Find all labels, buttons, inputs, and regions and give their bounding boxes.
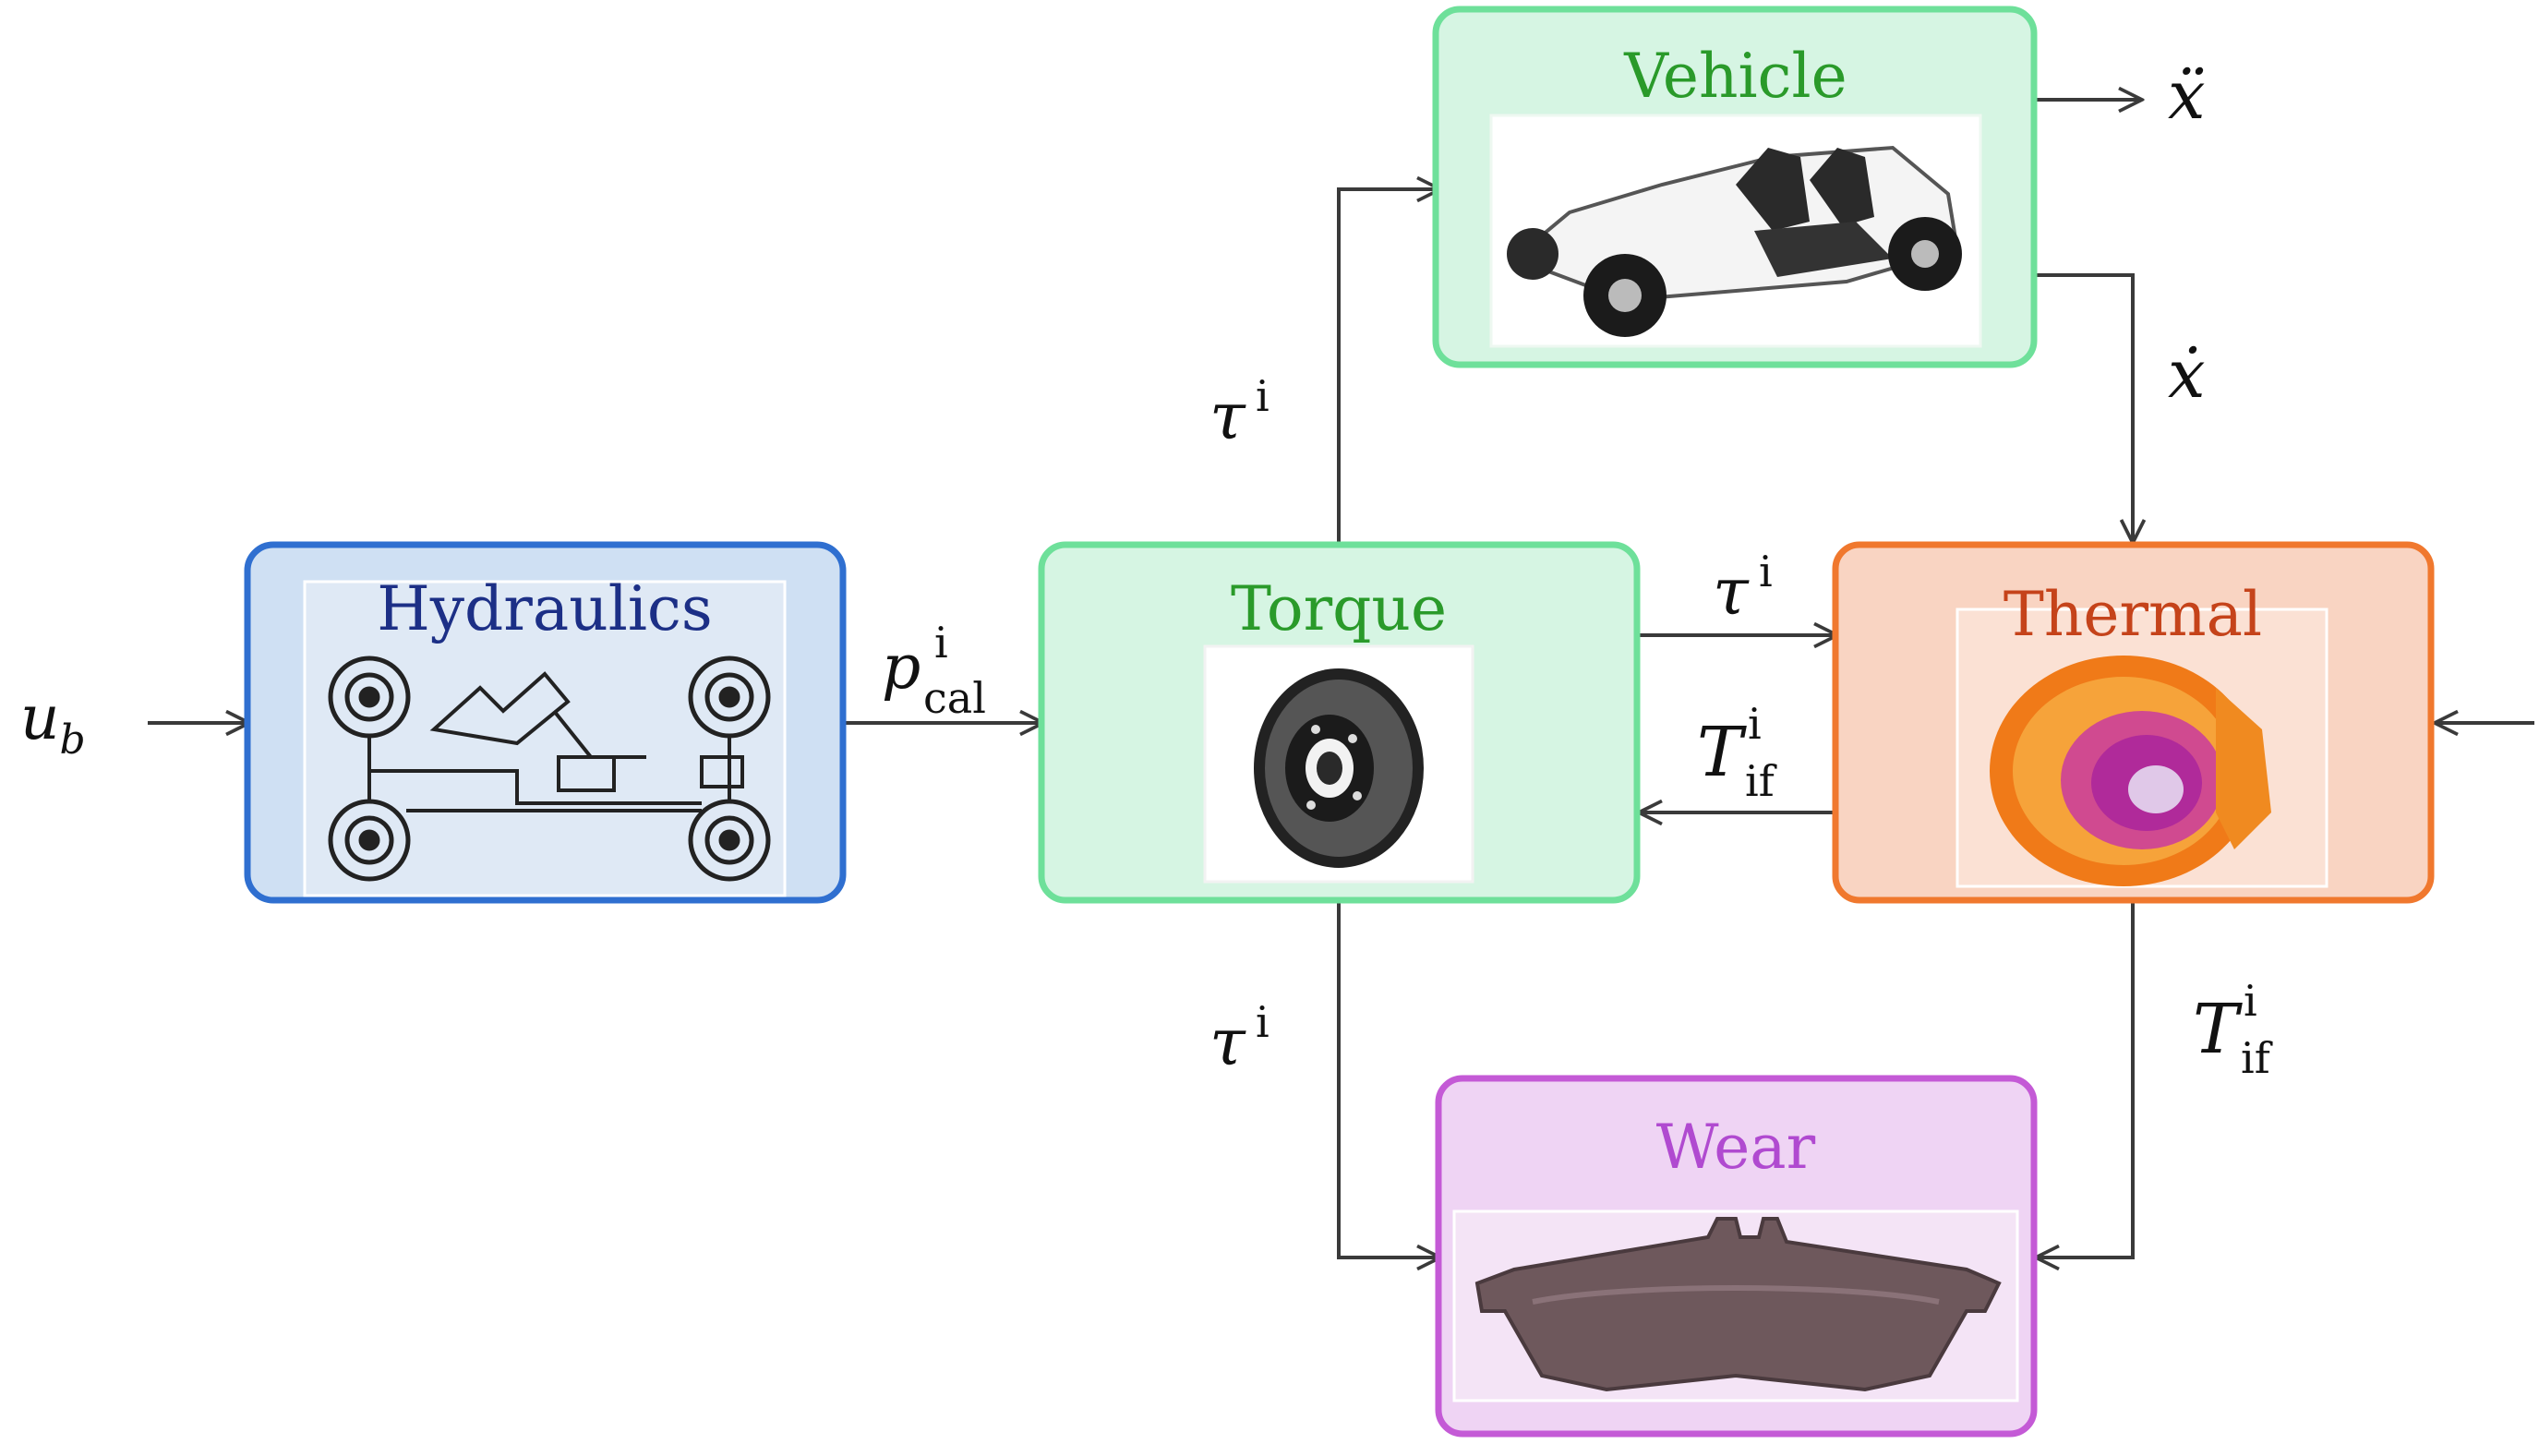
brake-disc-icon [1254, 668, 1424, 868]
t-if-middle-base: T [1697, 713, 1747, 792]
brake-circuit-icon [328, 656, 771, 882]
u-b-base: u [20, 682, 60, 753]
signal-label-tau-upper: τ i [1209, 371, 1270, 454]
t-if-lower-sup: i [2244, 976, 2257, 1026]
wear-block: Wear [1435, 1075, 2038, 1438]
signal-label-t-if-middle: T i if [1697, 699, 1777, 806]
tau-middle-sup: i [1759, 547, 1773, 596]
tau-middle-base: τ [1713, 554, 1750, 630]
hydraulics-title: Hydraulics [377, 573, 713, 644]
wire-torque-to-vehicle [1337, 189, 1440, 545]
thermal-disc-icon [1990, 656, 2271, 886]
t-if-lower-base: T [2193, 990, 2243, 1069]
tau-upper-sup: i [1256, 371, 1270, 421]
wear-title: Wear [1656, 1112, 1816, 1183]
signal-label-x-dot: ẋ [2168, 335, 2206, 413]
torque-title: Torque [1231, 573, 1447, 644]
signal-label-p-cal: p i cal [882, 618, 986, 723]
vehicle-block: Vehicle [1432, 6, 2038, 368]
torque-block: Torque [1038, 541, 1641, 904]
signal-label-x-ddot: ẍ [2168, 56, 2206, 134]
tau-lower-base: τ [1209, 1005, 1246, 1080]
vehicle-title: Vehicle [1623, 41, 1847, 112]
p-cal-base: p [882, 632, 921, 703]
hydraulics-image-frame [303, 580, 787, 897]
p-cal-sub: cal [923, 673, 986, 723]
thermal-block: Thermal [1832, 541, 2435, 904]
signal-label-u-b: ub [20, 682, 86, 764]
u-b-sub: b [60, 716, 86, 764]
brake-pad-icon [1474, 1217, 2002, 1392]
signal-label-tau-lower: τ i [1209, 997, 1270, 1080]
hydraulics-block: Hydraulics [244, 541, 847, 904]
tau-lower-sup: i [1256, 997, 1270, 1047]
race-car-icon [1507, 145, 1962, 337]
wires [148, 100, 2534, 1257]
signal-label-tau-middle: τ i [1713, 547, 1773, 630]
t-if-lower-sub: if [2241, 1033, 2273, 1083]
wire-thermal-to-wear [2036, 900, 2135, 1257]
t-if-middle-sub: if [1745, 756, 1777, 806]
thermal-title: Thermal [2004, 579, 2262, 650]
t-if-middle-sup: i [1748, 699, 1762, 749]
signal-label-t-if-lower: T i if [2193, 976, 2273, 1083]
wire-vehicle-to-thermal [2036, 273, 2133, 543]
p-cal-sup: i [934, 618, 948, 668]
wire-torque-to-wear [1337, 900, 1440, 1257]
tau-upper-base: τ [1209, 379, 1246, 454]
